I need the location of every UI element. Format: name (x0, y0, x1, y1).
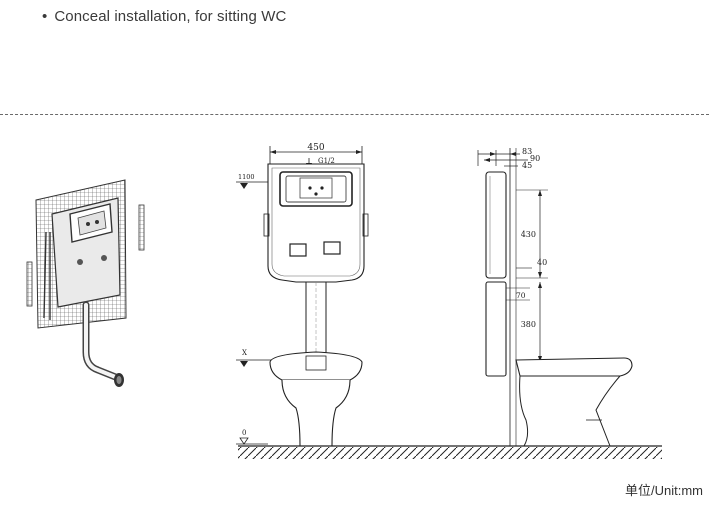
floor-level-label: 0 (242, 429, 246, 437)
support-knob (77, 259, 83, 265)
toilet-seat-side (515, 357, 633, 377)
section-heading: • Conceal installation, for sitting WC (42, 8, 286, 25)
frame-side-lower (485, 281, 507, 377)
toilet-pedestal (281, 379, 351, 447)
valve-housing (299, 177, 333, 199)
heading-text: Conceal installation, for sitting WC (54, 8, 287, 25)
valve-dot (314, 192, 318, 196)
dim-label-45: 45 (522, 161, 532, 170)
dim-label-70: 70 (516, 291, 526, 300)
left-side-strip (26, 261, 33, 307)
flush-level-label: X (242, 349, 247, 357)
floor-level-marker (239, 437, 249, 445)
front-view: 450 G1/2 1100 X (236, 143, 369, 447)
valve-dot (320, 186, 324, 190)
pipe-outlet-inner (116, 376, 122, 384)
mounting-bracket (323, 241, 341, 255)
side-view: 83 90 45 430 40 70 380 (477, 147, 633, 447)
valve-dot (86, 222, 90, 226)
cistern-side (485, 171, 507, 279)
dim-arrow (538, 356, 542, 362)
dim-arrow (538, 282, 542, 288)
support-knob (101, 255, 107, 261)
dim-arrow (538, 190, 542, 196)
valve-dot (95, 220, 99, 224)
valve-dot (308, 186, 312, 190)
bullet-marker: • (42, 8, 48, 25)
height-marker (240, 183, 248, 189)
dim-arrow (484, 158, 490, 162)
floor-hatch (238, 447, 662, 459)
pipe-connector (305, 355, 327, 371)
dim-arrow (538, 272, 542, 278)
dim-label-40: 40 (537, 258, 547, 267)
toilet-front-profile (519, 375, 529, 447)
side-bracket (263, 213, 270, 237)
cistern-inner-outline (271, 167, 361, 277)
floor (238, 445, 662, 459)
toilet-back-profile (595, 375, 621, 447)
dim-label-90: 90 (530, 154, 540, 163)
width-dim-label: 450 (307, 143, 324, 153)
inlet-label: G1/2 (318, 157, 335, 165)
dim-label-83: 83 (522, 147, 532, 156)
flush-valve-seat (77, 210, 107, 236)
dim-label-380: 380 (521, 320, 536, 329)
isometric-frame-view (26, 179, 145, 387)
dashed-divider (0, 114, 709, 115)
unit-label: 单位/Unit:mm (624, 483, 703, 498)
right-side-strip (138, 204, 145, 251)
dim-label-430: 430 (521, 230, 536, 239)
dim-arrow (270, 150, 276, 154)
flush-level-marker (240, 361, 248, 367)
dim-arrow (490, 152, 496, 156)
dim-arrow (510, 152, 516, 156)
height-label: 1100 (238, 173, 255, 181)
drain-pipe-highlight (84, 303, 120, 380)
side-bracket (362, 213, 369, 237)
dim-arrow (356, 150, 362, 154)
frame-leg-left (43, 231, 51, 320)
mounting-bracket (289, 243, 307, 257)
